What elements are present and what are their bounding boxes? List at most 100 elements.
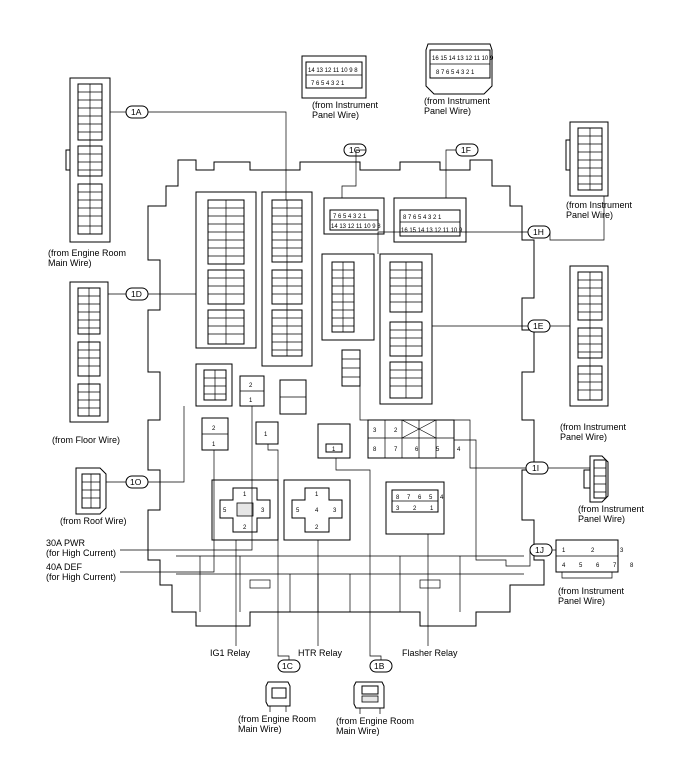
connector-1j: 1 2 3 4 5 6 7 8 (from Instrument Panel W… bbox=[555, 539, 639, 606]
connector-1g-caption-2: Panel Wire) bbox=[312, 110, 359, 120]
svg-text:1C: 1C bbox=[282, 661, 293, 671]
htr-relay-socket: 1 5 4 3 2 bbox=[283, 479, 351, 541]
label-flasher-relay: Flasher Relay bbox=[402, 648, 458, 658]
svg-text:16 15 14 13 12 11 10 9: 16 15 14 13 12 11 10 9 bbox=[432, 56, 494, 62]
flasher-relay-socket: 8 7 6 5 4 3 2 1 bbox=[385, 481, 446, 535]
internal-small-blocks: 2 1 2 1 1 1 8 7 6 5 4 3 2 bbox=[195, 349, 460, 459]
relay-row-pins-top: 3 2 bbox=[373, 428, 405, 434]
tag-1c: 1C bbox=[277, 659, 301, 673]
tag-1j: 1J bbox=[529, 543, 553, 557]
tag-1d: 1D bbox=[125, 287, 149, 301]
svg-text:1E: 1E bbox=[533, 321, 544, 331]
connector-1a: (from Engine Room Main Wire) bbox=[48, 77, 126, 268]
connector-1g-caption-1: (from Instrument bbox=[312, 100, 379, 110]
socket-1e-area bbox=[379, 253, 433, 405]
ig1-relay-socket: 1 5 3 2 bbox=[211, 479, 279, 541]
tag-1a: 1A bbox=[125, 105, 149, 119]
svg-text:1: 1 bbox=[264, 432, 268, 438]
svg-text:2: 2 bbox=[212, 426, 216, 432]
connector-1i: (from Instrument Panel Wire) bbox=[578, 455, 645, 524]
connector-1i-caption-1: (from Instrument bbox=[578, 504, 645, 514]
svg-text:1J: 1J bbox=[535, 545, 544, 555]
svg-text:3: 3 bbox=[333, 508, 337, 514]
svg-text:1: 1 bbox=[332, 447, 336, 453]
svg-text:1G: 1G bbox=[349, 145, 360, 155]
tag-1f: 1F bbox=[455, 143, 479, 157]
svg-text:1: 1 bbox=[315, 492, 319, 498]
socket-1g-pins-top: 7 6 5 4 3 2 1 bbox=[333, 214, 367, 220]
connector-1c-caption-2: Main Wire) bbox=[238, 724, 282, 734]
socket-1f-pins-top: 8 7 6 5 4 3 2 1 bbox=[403, 215, 442, 221]
connector-1i-caption-2: Panel Wire) bbox=[578, 514, 625, 524]
connector-1f-caption-1: (from Instrument bbox=[424, 96, 491, 106]
svg-text:2: 2 bbox=[249, 383, 253, 389]
svg-text:1: 1 bbox=[243, 492, 247, 498]
socket-1g-area: 7 6 5 4 3 2 1 14 13 12 11 10 9 8 bbox=[323, 197, 385, 235]
connector-1j-pins-top: 1 2 3 bbox=[562, 548, 635, 554]
connector-1g: 14 13 12 11 10 9 8 7 6 5 4 3 2 1 (from I… bbox=[301, 55, 379, 120]
label-30a-pwr: 30A PWR bbox=[46, 538, 86, 548]
connector-1c: (from Engine Room Main Wire) bbox=[238, 681, 316, 734]
connector-1j-caption-1: (from Instrument bbox=[558, 586, 625, 596]
tag-1o: 1O bbox=[125, 475, 149, 489]
connector-1j-caption-2: Panel Wire) bbox=[558, 596, 605, 606]
flasher-pins-bottom: 3 2 1 bbox=[396, 506, 439, 512]
connector-1b-caption-2: Main Wire) bbox=[336, 726, 380, 736]
flasher-pins-top: 8 7 6 5 4 bbox=[396, 495, 446, 501]
tag-1h: 1H bbox=[527, 225, 551, 239]
svg-text:1: 1 bbox=[249, 398, 253, 404]
svg-text:1F: 1F bbox=[461, 145, 471, 155]
svg-text:3: 3 bbox=[261, 508, 265, 514]
socket-1f-area: 8 7 6 5 4 3 2 1 16 15 14 13 12 11 10 9 bbox=[393, 197, 467, 243]
label-40a-def-sub: (for High Current) bbox=[46, 572, 116, 582]
connector-1d-caption: (from Floor Wire) bbox=[52, 435, 120, 445]
tag-1i: 1I bbox=[525, 461, 549, 475]
svg-text:4: 4 bbox=[315, 508, 319, 514]
relay-labels: IG1 Relay HTR Relay Flasher Relay bbox=[210, 648, 458, 658]
svg-text:5: 5 bbox=[223, 508, 227, 514]
svg-text:14 13 12 11 10 9 8: 14 13 12 11 10 9 8 bbox=[308, 68, 358, 74]
svg-text:1B: 1B bbox=[374, 661, 385, 671]
connector-1c-caption-1: (from Engine Room bbox=[238, 714, 316, 724]
socket-1d-area bbox=[195, 191, 257, 349]
svg-text:2: 2 bbox=[243, 525, 247, 531]
id-tags: 1A 1G 1F 1H 1D 1E 1O 1I 1J 1C 1B bbox=[125, 105, 553, 673]
label-30a-pwr-sub: (for High Current) bbox=[46, 548, 116, 558]
connector-1h-caption-2: Panel Wire) bbox=[566, 210, 613, 220]
connector-1a-caption-1: (from Engine Room bbox=[48, 248, 126, 258]
svg-text:5: 5 bbox=[296, 508, 300, 514]
connector-1o: (from Roof Wire) bbox=[60, 467, 127, 526]
tag-1b: 1B bbox=[369, 659, 393, 673]
svg-text:2: 2 bbox=[315, 525, 319, 531]
svg-text:1D: 1D bbox=[131, 289, 142, 299]
connector-1d: (from Floor Wire) bbox=[52, 281, 120, 445]
svg-text:1A: 1A bbox=[131, 107, 142, 117]
leader-lines bbox=[106, 111, 605, 660]
connector-1b-caption-1: (from Engine Room bbox=[336, 716, 414, 726]
connector-1e-caption-2: Panel Wire) bbox=[560, 432, 607, 442]
connector-1b: (from Engine Room Main Wire) bbox=[336, 681, 414, 736]
current-labels: 30A PWR (for High Current) 40A DEF (for … bbox=[46, 538, 116, 582]
label-40a-def: 40A DEF bbox=[46, 562, 83, 572]
connector-1e: (from Instrument Panel Wire) bbox=[560, 265, 627, 442]
svg-text:8 7 6 5 4 3 2 1: 8 7 6 5 4 3 2 1 bbox=[436, 70, 475, 76]
connector-1o-caption: (from Roof Wire) bbox=[60, 516, 127, 526]
svg-text:7 6 5 4 3 2 1: 7 6 5 4 3 2 1 bbox=[311, 81, 345, 87]
socket-1h-area bbox=[321, 253, 375, 341]
svg-text:1: 1 bbox=[212, 442, 216, 448]
connector-1h-caption-1: (from Instrument bbox=[566, 200, 633, 210]
label-ig1-relay: IG1 Relay bbox=[210, 648, 251, 658]
socket-1a-area bbox=[261, 191, 313, 367]
svg-text:1I: 1I bbox=[532, 463, 539, 473]
svg-text:1H: 1H bbox=[533, 227, 544, 237]
label-htr-relay: HTR Relay bbox=[298, 648, 343, 658]
connector-1j-pins-bottom: 4 5 6 7 8 bbox=[562, 563, 639, 569]
socket-1g-pins-bottom: 14 13 12 11 10 9 8 bbox=[331, 224, 381, 230]
svg-text:1O: 1O bbox=[130, 477, 142, 487]
socket-1f-pins-bottom: 16 15 14 13 12 11 10 9 bbox=[401, 228, 463, 234]
connector-1a-caption-2: Main Wire) bbox=[48, 258, 92, 268]
connector-1f-caption-2: Panel Wire) bbox=[424, 106, 471, 116]
connector-1h: (from Instrument Panel Wire) bbox=[565, 121, 633, 220]
tag-1e: 1E bbox=[527, 319, 551, 333]
